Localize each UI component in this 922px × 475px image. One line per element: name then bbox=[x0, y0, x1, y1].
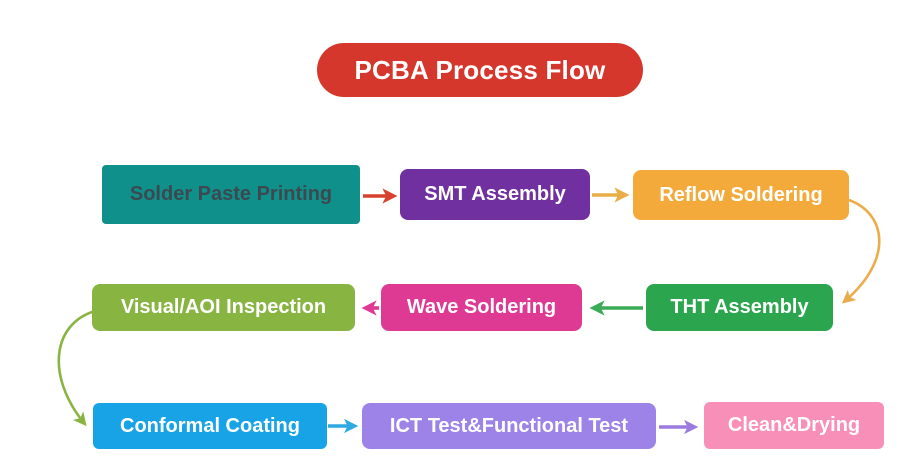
edge-reflow-to-tht-arrow bbox=[841, 198, 881, 304]
node-ict-functional-test: ICT Test&Functional Test bbox=[362, 403, 656, 449]
node-clean-drying: Clean&Drying bbox=[704, 402, 884, 449]
edge-visual-to-conformal-arrow bbox=[57, 309, 96, 427]
node-wave-soldering: Wave Soldering bbox=[381, 284, 582, 331]
node-solder-paste-printing: Solder Paste Printing bbox=[102, 165, 360, 224]
node-reflow-soldering: Reflow Soldering bbox=[633, 170, 849, 220]
flowchart-title: PCBA Process Flow bbox=[317, 43, 643, 97]
node-tht-assembly: THT Assembly bbox=[646, 284, 833, 331]
node-visual-aoi-inspection: Visual/AOI Inspection bbox=[92, 284, 355, 331]
node-smt-assembly: SMT Assembly bbox=[400, 169, 590, 220]
node-conformal-coating: Conformal Coating bbox=[93, 403, 327, 449]
